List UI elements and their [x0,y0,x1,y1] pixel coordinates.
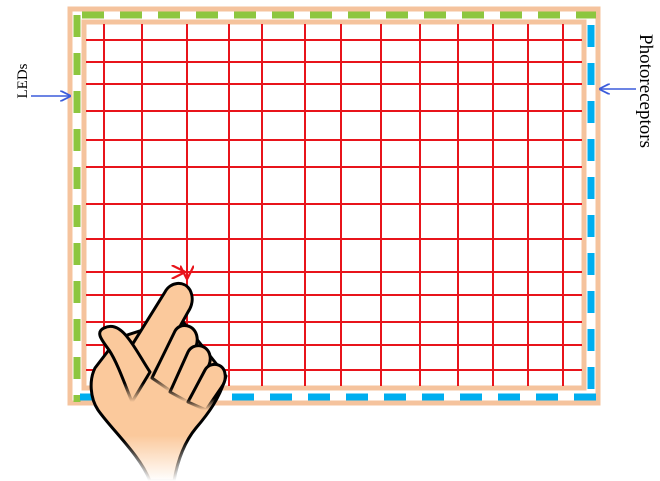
led-label: LEDs [15,63,31,98]
photoreceptor-label: Photoreceptors [635,34,656,148]
